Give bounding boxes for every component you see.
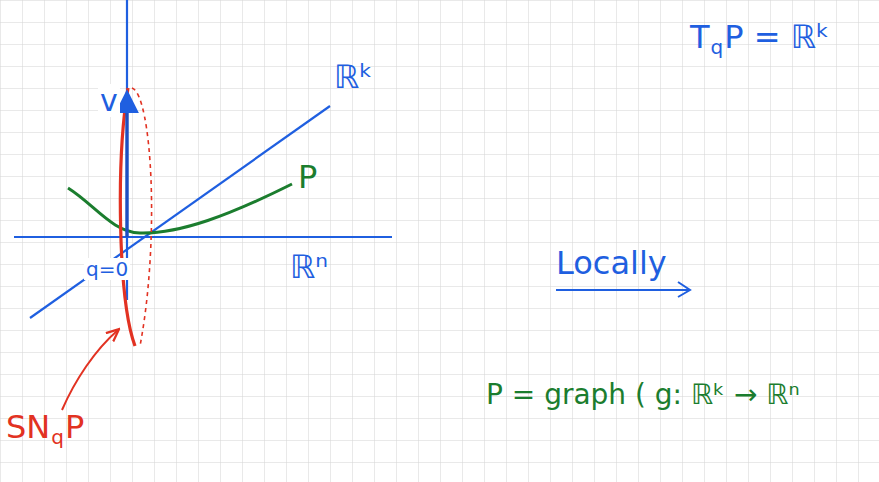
space-name: ℝⁿ	[290, 250, 328, 285]
point-label: q=0	[84, 258, 130, 280]
horizontal-axis	[14, 236, 392, 238]
subscript: q	[711, 36, 724, 58]
manifold-name: P	[298, 160, 317, 195]
submanifold-curve	[68, 184, 292, 233]
pointer-arrow	[62, 330, 118, 410]
vector-name: v	[98, 84, 120, 117]
tangent-plane-axis	[30, 106, 330, 318]
normal-vector	[125, 94, 128, 237]
normal-sphere-symbol: P	[65, 410, 84, 445]
tangent-symbol: T	[690, 20, 710, 55]
graph-equation: P = graph ( g: ℝᵏ → ℝⁿ	[486, 380, 800, 411]
space-name: ℝᵏ	[334, 60, 373, 95]
subscript: q	[51, 426, 64, 448]
note: Locally	[556, 246, 667, 281]
vertical-axis	[126, 0, 128, 300]
normal-sphere-hidden	[132, 88, 152, 346]
underline-arrow	[556, 282, 690, 297]
normal-sphere	[120, 88, 135, 346]
tangent-equation: P = ℝᵏ	[724, 20, 829, 55]
normal-sphere-symbol: SN	[6, 410, 50, 445]
